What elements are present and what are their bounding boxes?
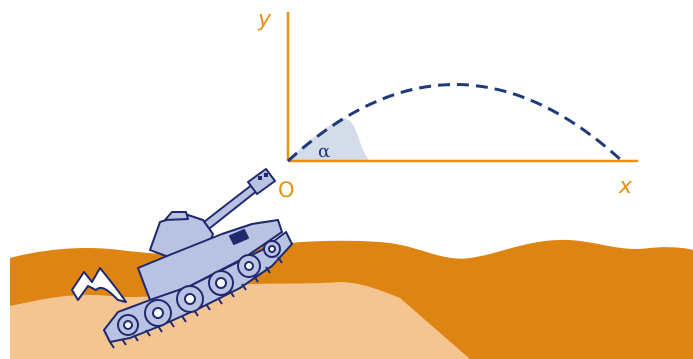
wheel-hub xyxy=(184,293,196,305)
muzzle-brake xyxy=(247,168,276,195)
wheel-hubs xyxy=(123,245,276,330)
muzzle-slot xyxy=(258,176,262,180)
trajectory-path xyxy=(286,83,624,163)
road-wheels xyxy=(117,240,281,336)
tank xyxy=(71,168,293,349)
y-axis-label: y xyxy=(257,7,272,32)
wheel-hub xyxy=(152,307,164,319)
turret-hatch xyxy=(164,211,189,221)
wheel-hub xyxy=(268,245,276,253)
angle-wedge xyxy=(288,118,370,161)
wheel-hub xyxy=(244,261,254,271)
wheel-hub xyxy=(215,277,227,289)
wheel-hub xyxy=(123,320,133,330)
exhaust-trail xyxy=(71,267,127,303)
hull-detail xyxy=(229,229,249,245)
angle-label: α xyxy=(318,141,330,162)
origin-label: O xyxy=(278,178,295,202)
x-axis-label: x xyxy=(618,174,633,199)
muzzle-slot xyxy=(264,173,268,177)
track-teeth xyxy=(109,256,283,349)
